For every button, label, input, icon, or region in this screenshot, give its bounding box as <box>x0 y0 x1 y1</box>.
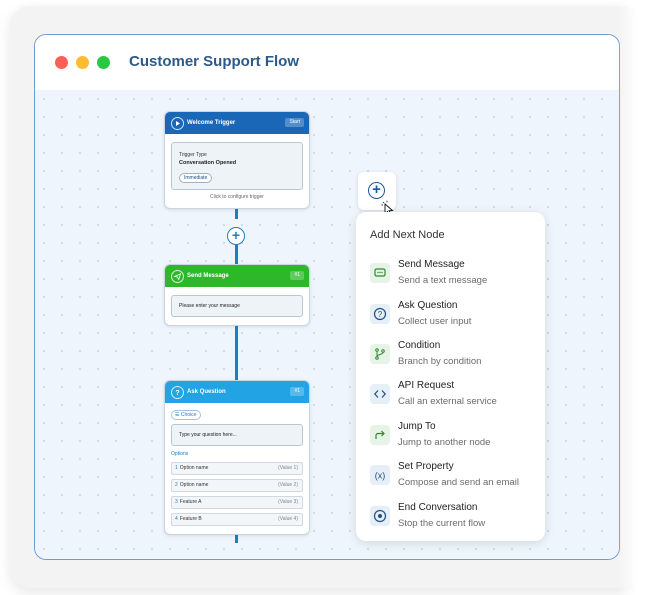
question-icon: ? <box>370 304 390 324</box>
node-title: Ask Question <box>187 389 226 395</box>
node-number-badge: #1 <box>290 387 304 396</box>
option-number: 4 <box>175 516 178 522</box>
item-name: Jump To <box>398 421 436 432</box>
trigger-type-value: Conversation Opened <box>179 160 237 166</box>
window-title: Customer Support Flow <box>129 53 299 70</box>
connector <box>235 324 238 380</box>
connector <box>235 208 238 219</box>
item-name: Send Message <box>398 259 465 270</box>
plus-icon: + <box>368 182 385 199</box>
option-value: (Value 4) <box>278 516 298 522</box>
node-title: Send Message <box>187 273 229 279</box>
item-desc: Jump to another node <box>398 437 491 448</box>
item-name: API Request <box>398 380 455 391</box>
item-desc: Compose and send an email <box>398 477 519 488</box>
question-placeholder: Type your question here... <box>179 432 237 438</box>
welcome-trigger-node[interactable]: Welcome Trigger Start Trigger Type Conve… <box>164 111 310 209</box>
add-node-plus-icon[interactable]: + <box>227 227 245 245</box>
panel-title: Add Next Node <box>370 229 445 241</box>
node-header: Send Message #1 <box>165 265 309 287</box>
option-name: Option name <box>179 465 209 471</box>
node-title: Welcome Trigger <box>187 120 236 126</box>
minimize-button[interactable] <box>76 56 89 69</box>
panel-item-jump-to[interactable]: Jump To Jump to another node <box>370 421 540 455</box>
node-header: Welcome Trigger Start <box>165 112 309 134</box>
option-number: 3 <box>175 499 178 505</box>
configure-hint: Click to configure trigger <box>210 194 264 200</box>
choice-pill[interactable]: ☰ Choice <box>171 410 202 420</box>
title-bar: Customer Support Flow <box>35 35 619 90</box>
edge-fade <box>618 0 651 595</box>
item-name: End Conversation <box>398 502 478 513</box>
panel-item-condition[interactable]: Condition Branch by condition <box>370 340 540 374</box>
item-desc: Call an external service <box>398 396 497 407</box>
option-value: (Value 3) <box>278 499 298 505</box>
start-badge: Start <box>285 118 304 127</box>
option-number: 2 <box>175 482 178 488</box>
message-icon <box>370 263 390 283</box>
panel-item-send-message[interactable]: Send Message Send a text message <box>370 259 540 293</box>
panel-item-set-property[interactable]: (x) Set Property Compose and send an ema… <box>370 461 540 495</box>
trigger-type-box[interactable]: Trigger Type Conversation Opened Immedia… <box>171 142 303 190</box>
panel-item-end-conversation[interactable]: End Conversation Stop the current flow <box>370 502 540 536</box>
item-name: Ask Question <box>398 300 458 311</box>
option-value: (Value 1) <box>278 465 298 471</box>
item-desc: Send a text message <box>398 275 488 286</box>
svg-text:?: ? <box>378 310 383 319</box>
message-input[interactable]: Please enter your message <box>171 295 303 317</box>
item-desc: Stop the current flow <box>398 518 486 529</box>
code-icon <box>370 384 390 404</box>
question-icon: ? <box>171 386 184 399</box>
question-input[interactable]: Type your question here... <box>171 424 303 446</box>
add-next-node-button[interactable]: + <box>358 172 396 210</box>
option-name: Option name <box>179 482 209 488</box>
connector <box>235 533 238 543</box>
item-name: Set Property <box>398 461 454 472</box>
branch-icon <box>370 344 390 364</box>
stop-icon <box>370 506 390 526</box>
options-label: Options <box>171 451 189 457</box>
flow-canvas[interactable]: + Welcome Trigger Start Trigger Type Con… <box>35 90 619 559</box>
item-desc: Collect user input <box>398 316 472 327</box>
item-name: Condition <box>398 340 441 351</box>
choice-label: Choice <box>180 412 197 418</box>
ask-question-node[interactable]: ? Ask Question #1 ☰ Choice Type your que… <box>164 380 310 535</box>
maximize-button[interactable] <box>97 56 110 69</box>
close-button[interactable] <box>55 56 68 69</box>
message-placeholder: Please enter your message <box>179 303 240 309</box>
option-name: Feature B <box>179 516 202 522</box>
option-value: (Value 2) <box>278 482 298 488</box>
trigger-type-label: Trigger Type <box>179 152 207 158</box>
item-desc: Branch by condition <box>398 356 482 367</box>
send-icon <box>171 270 184 283</box>
svg-text:?: ? <box>175 390 179 397</box>
variable-icon: (x) <box>370 465 390 485</box>
jump-icon <box>370 425 390 445</box>
list-icon: ☰ <box>175 412 181 418</box>
immediate-pill[interactable]: Immediate <box>179 173 213 183</box>
panel-item-ask-question[interactable]: ? Ask Question Collect user input <box>370 300 540 334</box>
option-name: Feature A <box>179 499 202 505</box>
play-icon <box>171 117 184 130</box>
send-message-node[interactable]: Send Message #1 Please enter your messag… <box>164 264 310 326</box>
svg-text:(x): (x) <box>375 471 386 481</box>
add-next-node-panel: Add Next Node Send Message Send a text m… <box>356 212 545 541</box>
node-number-badge: #1 <box>290 271 304 280</box>
connector <box>235 245 238 264</box>
node-header: ? Ask Question #1 <box>165 381 309 403</box>
option-number: 1 <box>175 465 178 471</box>
panel-item-api-request[interactable]: API Request Call an external service <box>370 380 540 414</box>
flow-window: Customer Support Flow + Welcome Trigger … <box>34 34 620 560</box>
